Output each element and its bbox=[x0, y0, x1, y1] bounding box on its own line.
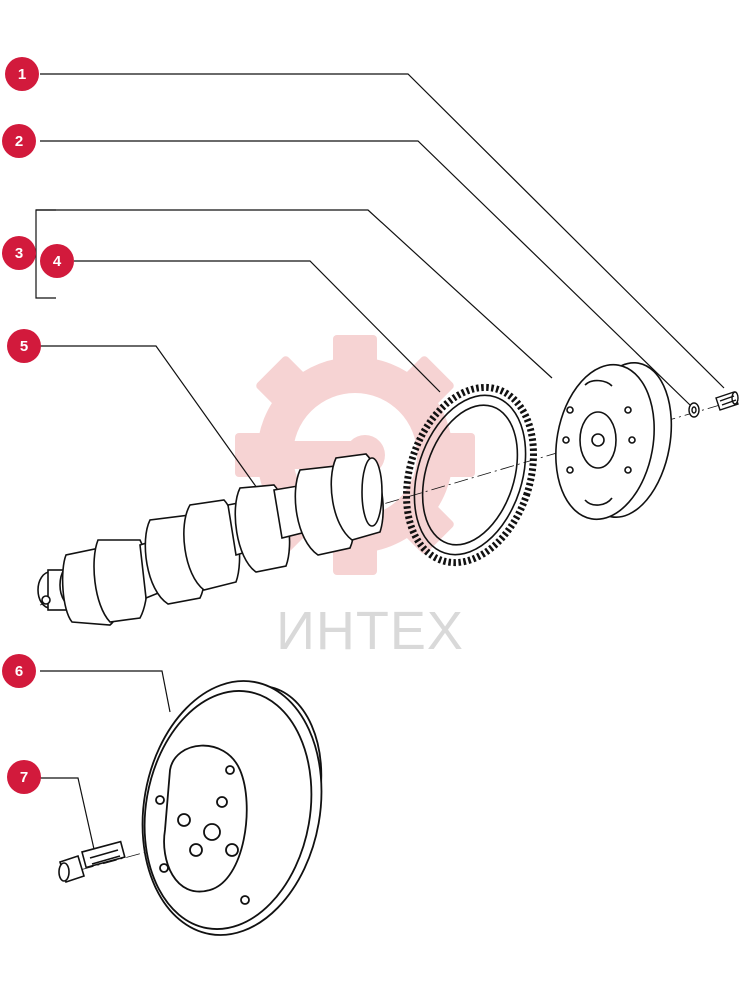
leader-line-5 bbox=[40, 345, 263, 496]
callout-3[interactable]: 3 bbox=[2, 236, 36, 270]
flywheel-bolt-drawing bbox=[715, 391, 739, 411]
flywheel-drawing bbox=[555, 361, 673, 521]
callout-1[interactable]: 1 bbox=[5, 57, 39, 91]
leader-line-1 bbox=[40, 73, 725, 389]
pulley-bolt-drawing bbox=[58, 840, 126, 884]
pulley-damper-drawing bbox=[141, 680, 323, 936]
callout-2[interactable]: 2 bbox=[2, 124, 36, 158]
leader-line-2 bbox=[40, 140, 691, 406]
ring-gear-drawing bbox=[403, 383, 537, 567]
washer-drawing bbox=[688, 402, 700, 418]
watermark-text: ИНТЕХ bbox=[276, 601, 464, 661]
leader-line-6 bbox=[40, 670, 171, 713]
callout-4[interactable]: 4 bbox=[40, 244, 74, 278]
crankshaft-drawing bbox=[37, 453, 384, 626]
callout-5[interactable]: 5 bbox=[7, 329, 41, 363]
leader-line-7 bbox=[40, 777, 97, 859]
leader-line-4 bbox=[74, 260, 441, 393]
callout-6[interactable]: 6 bbox=[2, 654, 36, 688]
callout-7[interactable]: 7 bbox=[7, 760, 41, 794]
leader-line-3 bbox=[36, 209, 553, 379]
